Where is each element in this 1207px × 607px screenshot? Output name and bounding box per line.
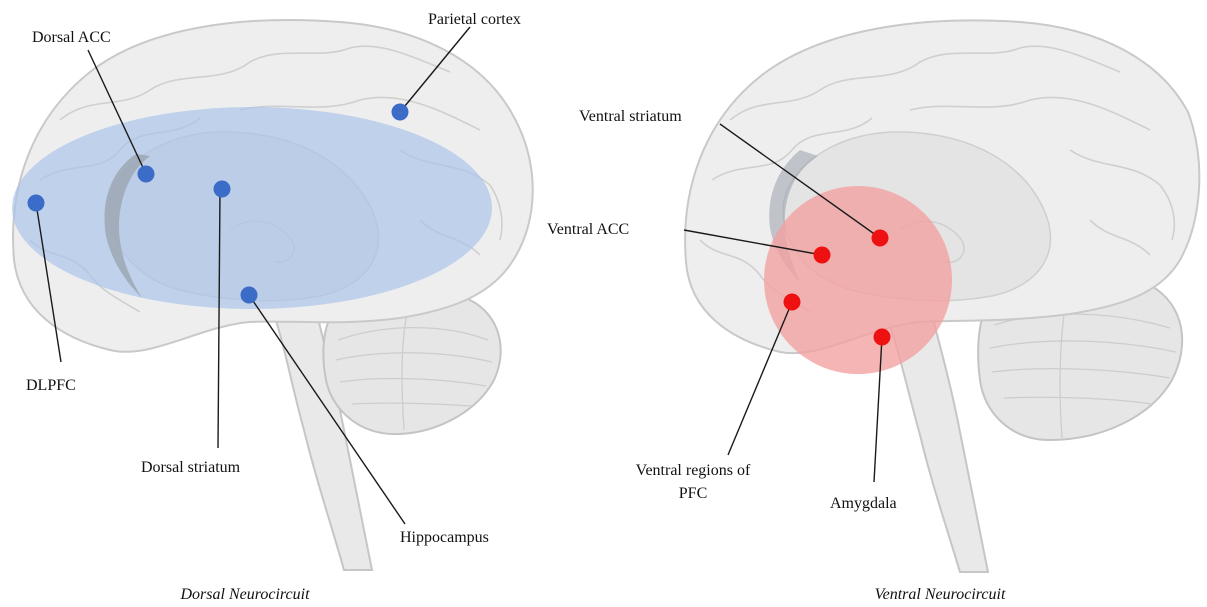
dot-ventral-pfc <box>784 294 801 311</box>
label-parietal-cortex: Parietal cortex <box>428 11 521 28</box>
dot-ventral-striatum <box>872 230 889 247</box>
ventral-region-overlay <box>764 186 952 374</box>
label-dorsal-acc: Dorsal ACC <box>32 29 111 46</box>
label-dorsal-striatum: Dorsal striatum <box>141 459 241 476</box>
dot-ventral-acc <box>814 247 831 264</box>
label-ventral-pfc-line2: PFC <box>679 485 707 502</box>
dot-dlpfc <box>28 195 45 212</box>
dot-dorsal-striatum <box>214 181 231 198</box>
dot-dorsal-acc <box>138 166 155 183</box>
dot-hippocampus <box>241 287 258 304</box>
dorsal-region-overlay <box>12 107 492 309</box>
dot-amygdala <box>874 329 891 346</box>
label-dlpfc: DLPFC <box>26 377 76 394</box>
label-hippocampus: Hippocampus <box>400 529 489 546</box>
caption-dorsal: Dorsal Neurocircuit <box>179 586 310 603</box>
dorsal-panel: Dorsal ACC Parietal cortex DLPFC Dorsal … <box>12 11 533 603</box>
label-ventral-pfc-line1: Ventral regions of <box>636 462 751 479</box>
caption-ventral: Ventral Neurocircuit <box>875 586 1006 603</box>
label-ventral-striatum: Ventral striatum <box>579 108 682 125</box>
dot-parietal-cortex <box>392 104 409 121</box>
label-ventral-acc: Ventral ACC <box>547 221 629 238</box>
label-amygdala: Amygdala <box>830 495 897 512</box>
ventral-panel: Ventral striatum Ventral ACC Ventral reg… <box>547 20 1199 603</box>
